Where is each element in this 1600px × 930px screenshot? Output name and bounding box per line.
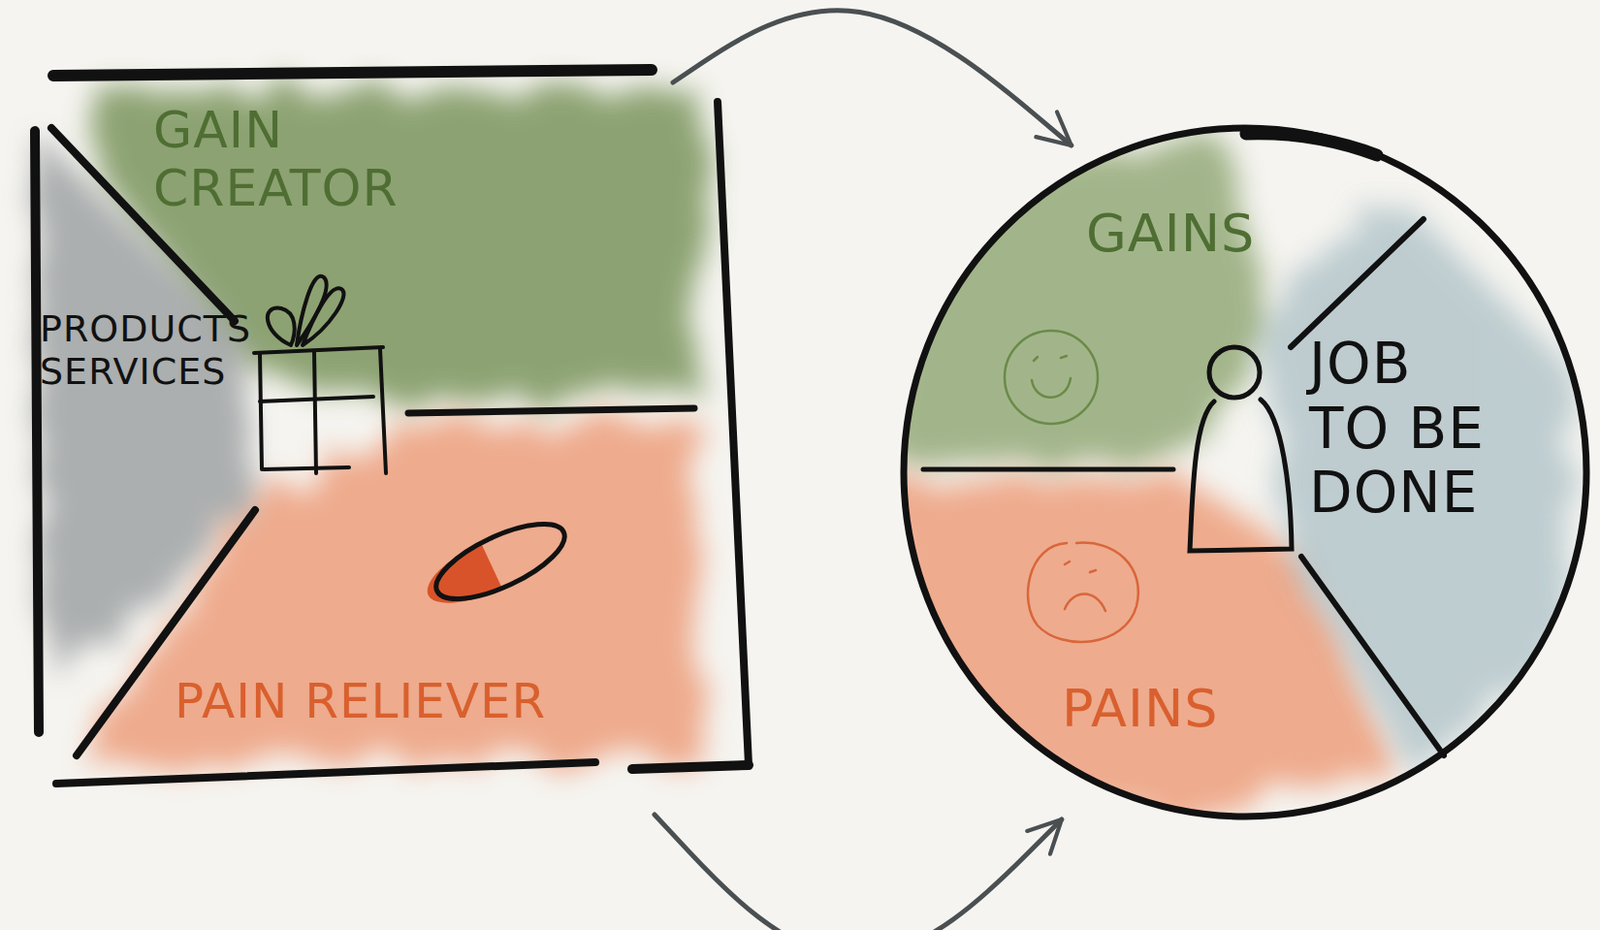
divider-line: [1301, 556, 1444, 756]
person-head: [1209, 347, 1260, 398]
gains-wash: [882, 135, 1271, 461]
happy-face: [1004, 330, 1098, 424]
face-outline: [1027, 543, 1139, 642]
section-label: GAIN CREATOR: [153, 101, 445, 219]
face-eye: [1064, 561, 1070, 565]
circle-accent: [1246, 133, 1377, 156]
pains-section: PAINS: [926, 480, 1295, 820]
divider-line: [408, 408, 695, 414]
products-section: PRODUCTS SERVICES: [33, 290, 262, 485]
gift-icon: [254, 276, 386, 474]
pain-reliever-section: PAIN RELIEVER: [72, 407, 713, 815]
divider-line: [923, 467, 1174, 473]
gift-bow: [296, 276, 327, 346]
face-eye: [1060, 355, 1067, 358]
flow-arrow: [672, 10, 1072, 146]
gift-lid: [254, 347, 384, 353]
square-edge: [34, 130, 39, 733]
gift-side: [259, 352, 262, 470]
sad-face: [1027, 543, 1139, 642]
section-label: PAINS: [1061, 678, 1276, 739]
gains-section: GAINS: [926, 145, 1285, 456]
face-eye: [1089, 570, 1096, 573]
person-icon: [1189, 347, 1292, 551]
job-wash: [1260, 193, 1571, 776]
face-outline: [1004, 330, 1098, 424]
square-edge: [56, 762, 596, 784]
square-edge: [717, 101, 749, 766]
square-edge: [53, 69, 652, 76]
profile-circle: [903, 128, 1587, 817]
pain-wash: [87, 416, 704, 767]
gift-side: [380, 349, 386, 474]
flow-arrow: [654, 814, 1062, 930]
pill-icon: [417, 509, 576, 618]
gift-bow: [267, 308, 295, 346]
square-edge: [632, 765, 749, 769]
section-label: PRODUCTS SERVICES: [39, 308, 261, 393]
section-label: GAINS: [1086, 203, 1280, 264]
gift-ribbon: [314, 351, 317, 474]
face-eye: [1033, 356, 1038, 361]
gift-base: [263, 467, 350, 470]
gift-bow: [302, 288, 344, 346]
section-label: PAIN RELIEVER: [174, 673, 679, 731]
person-body: [1189, 399, 1292, 551]
face-mouth: [1031, 378, 1071, 398]
face-mouth: [1064, 594, 1106, 612]
pill-outline: [426, 509, 575, 614]
section-label: JOB TO BE DONE: [1309, 331, 1494, 526]
job-section: JOB TO BE DONE: [1294, 223, 1557, 708]
divider-line: [1290, 219, 1424, 348]
